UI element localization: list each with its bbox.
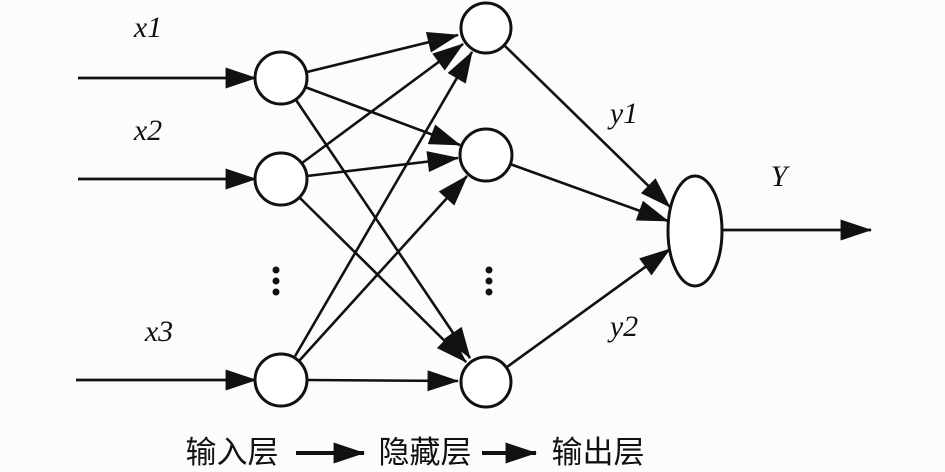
edge-i1-h3	[294, 99, 472, 359]
edge-i2-h2	[306, 151, 460, 178]
edge-i3-h2	[298, 175, 468, 362]
legend-hidden-layer: 隐藏层	[379, 435, 472, 470]
input-node-3	[253, 352, 309, 408]
legend-input-layer: 输入层	[186, 435, 279, 470]
edge-i3-h1	[292, 51, 474, 359]
edge-i2-h1	[301, 42, 464, 165]
output-node	[666, 174, 724, 288]
edge-i1-h2	[304, 85, 461, 147]
edge-h3-out	[506, 247, 671, 369]
edge-h1-out	[504, 45, 671, 208]
edge-i1-h1	[306, 32, 460, 74]
input-ellipsis-dots	[272, 266, 280, 296]
hidden-node-3	[459, 355, 513, 409]
label-y2: y2	[607, 310, 638, 343]
edge-i2-h3	[299, 197, 467, 363]
input-node-1	[253, 50, 309, 106]
label-x3: x3	[144, 315, 173, 348]
edge-h2-out	[509, 162, 669, 223]
label-y1: y1	[607, 97, 638, 130]
label-Y: Y	[771, 160, 791, 193]
label-x2: x2	[133, 114, 162, 147]
hidden-node-2	[458, 127, 514, 183]
hidden-ellipsis-dots	[485, 266, 493, 296]
legend-output-layer: 输出层	[552, 435, 645, 470]
hidden-node-1	[459, 1, 513, 55]
label-x1: x1	[133, 11, 162, 44]
legend: 输入层 隐藏层 输出层	[186, 435, 645, 470]
input-node-2	[253, 151, 309, 207]
edge-i3-h3	[306, 370, 460, 392]
